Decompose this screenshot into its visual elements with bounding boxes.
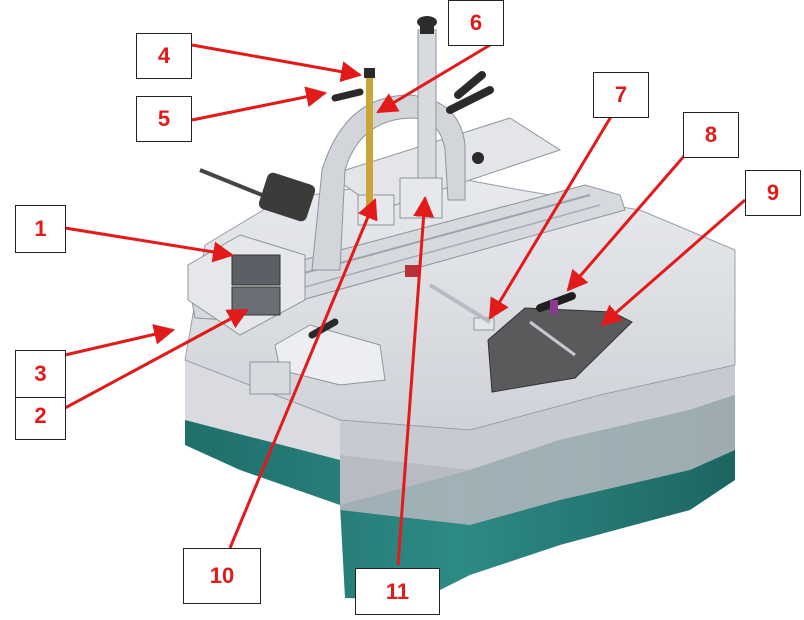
callout-6: 6 (448, 0, 504, 46)
callout-7: 7 (593, 72, 649, 118)
arrow-6 (376, 43, 491, 114)
callout-11: 11 (355, 568, 440, 615)
callout-8: 8 (683, 112, 739, 158)
angle-plate (487, 307, 633, 393)
arrow-1 (64, 226, 235, 263)
callout-10: 10 (183, 548, 261, 604)
arrow-3 (64, 324, 176, 357)
arrow-11 (396, 195, 435, 566)
arch (311, 94, 466, 271)
callout-2: 2 (15, 392, 66, 440)
arrow-2 (64, 308, 249, 410)
base-left-band (185, 360, 340, 460)
arrow-5 (191, 86, 328, 122)
arrow-9 (600, 198, 746, 327)
base-band-front (340, 395, 735, 525)
arrow-10 (228, 198, 378, 549)
callout-1: 1 (15, 205, 66, 253)
arrow-8 (566, 154, 687, 292)
arrow-7 (488, 104, 620, 320)
callout-5: 5 (136, 96, 192, 142)
callout-3: 3 (15, 350, 66, 398)
callout-4: 4 (136, 33, 192, 79)
arrow-4 (191, 43, 363, 83)
callout-9: 9 (745, 170, 801, 216)
